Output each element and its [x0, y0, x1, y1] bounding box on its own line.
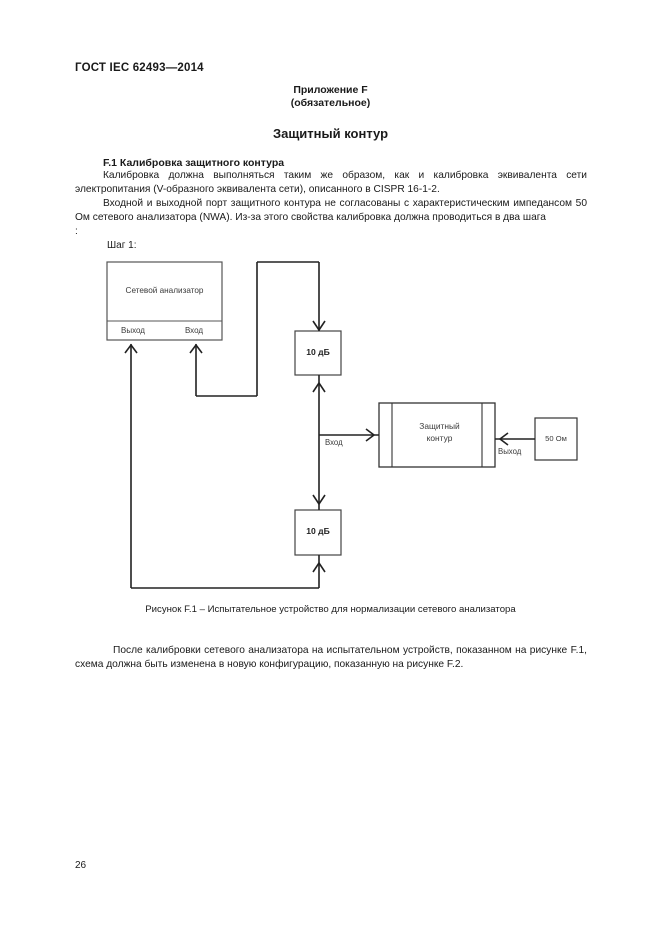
label-protective-circuit-line2: контур — [426, 433, 453, 443]
paragraph-2: Входной и выходной порт защитного контур… — [75, 198, 587, 224]
arrowhead-protective-output — [498, 432, 509, 446]
label-protective-output-port: Выход — [498, 447, 522, 456]
arrowhead-attenuator-top-out — [312, 381, 326, 393]
paragraph-1: Калибровка должна выполняться таким же о… — [75, 170, 587, 196]
page-title: Защитный контур — [272, 126, 389, 141]
label-attenuator-top: 10 дБ — [306, 347, 330, 357]
step-label: Шаг 1: — [107, 240, 137, 251]
standard-code: ГОСТ IEC 62493—2014 — [75, 62, 204, 74]
arrowhead-attenuator-top-in — [312, 320, 326, 332]
annex-title: Приложение F — [293, 84, 368, 96]
colon-line: : — [75, 226, 78, 237]
arrowhead-protective-input — [365, 428, 376, 442]
label-termination-load: 50 Ом — [545, 434, 567, 443]
label-protective-circuit-line1: Защитный — [419, 421, 460, 431]
label-network-analyzer: Сетевой анализатор — [125, 286, 204, 295]
label-nwa-output-port: Выход — [121, 326, 145, 335]
label-nwa-input-port: Вход — [184, 326, 204, 335]
label-protective-input-port: Вход — [325, 438, 343, 447]
label-attenuator-bottom: 10 дБ — [306, 526, 330, 536]
arrowhead-attenuator-bottom-out — [312, 561, 326, 573]
arrowhead-nwa-input — [189, 343, 203, 354]
figure-caption: Рисунок F.1 – Испытательное устройство д… — [145, 604, 516, 615]
clause-heading: F.1 Калибровка защитного контура — [103, 157, 285, 169]
page-number: 26 — [75, 860, 87, 871]
annex-subtitle: (обязательное) — [290, 97, 371, 109]
arrowhead-nwa-output — [124, 343, 138, 354]
arrowhead-attenuator-bottom-in — [312, 494, 326, 506]
paragraph-3: После калибровки сетевого анализатора на… — [75, 645, 587, 671]
annex-block: Приложение F (обязательное) — [0, 84, 661, 110]
